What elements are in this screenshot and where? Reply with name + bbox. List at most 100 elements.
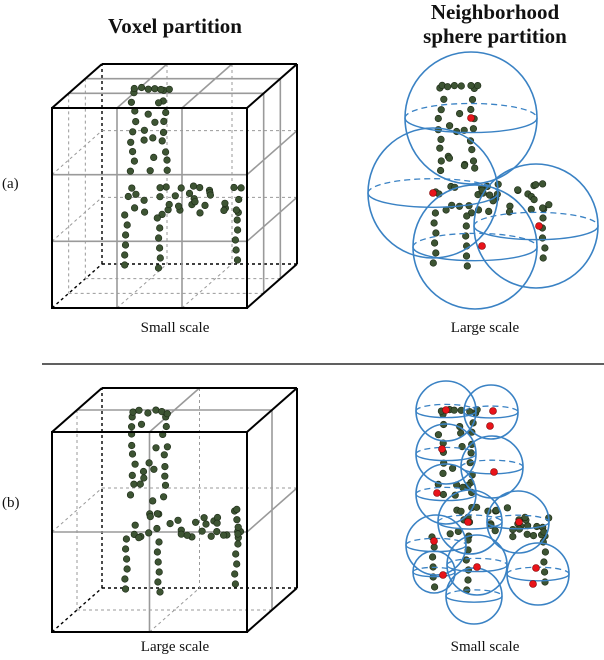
cloud-point [139,467,148,476]
cloud-point [439,490,448,499]
cube-edge [51,63,103,109]
cloud-point [233,560,241,568]
cloud-point [123,221,131,229]
sphere-center-point [473,563,481,571]
cloud-point [540,568,549,576]
cloud-point [474,81,482,90]
cloud-point [445,154,454,162]
sphere-center-point [430,537,438,545]
cloud-point [174,516,182,524]
cloud-point [121,231,130,239]
cloud-point [141,208,149,216]
cloud-point [130,84,138,93]
cloud-point [503,504,512,512]
cloud-point [440,95,448,103]
voxel-partition-title: Voxel partition [108,14,242,38]
sphere-outline [506,542,570,606]
cloud-point [128,441,136,450]
cloud-point [462,222,470,230]
sphere-equator-back [415,403,477,412]
grid-line-hidden [51,196,103,242]
sphere-equator-back [463,405,519,413]
cloud-point [436,144,444,152]
cloud-point [128,450,137,458]
cloud-point [541,244,549,252]
cloud-point [467,81,475,90]
cloud-point [233,505,241,514]
cloud-point [446,530,454,538]
cloud-point [437,157,445,165]
cloud-point [189,182,198,190]
cloud-point [130,157,138,165]
cloud-point [121,545,130,553]
cloud-point [175,202,183,210]
cloud-point [177,530,185,538]
cloud-point [150,153,158,161]
cube-front-face [51,107,248,309]
cloud-point [121,251,129,259]
cloud-point [541,578,549,586]
sphere-equator-back [486,514,550,523]
cloud-point [152,406,160,414]
cloud-point [140,196,148,204]
sphere-equator-back [473,211,599,227]
cloud-point [491,527,499,535]
cloud-point [539,214,547,222]
row-a-label: (a) [2,176,19,192]
cloud-point [185,189,194,197]
cloud-point [129,148,137,156]
cloud-point [162,148,170,156]
cloud-point [157,85,165,94]
cloud-point [541,548,550,556]
cloud-point [505,208,514,216]
sphere-center-point [532,564,540,572]
cloud-point [162,422,170,431]
cloud-point [429,259,437,267]
cloud-point [131,521,139,529]
cloud-point [233,256,242,264]
sphere-equator-front [437,521,503,530]
cloud-point [468,95,477,104]
cloud-point [530,196,538,204]
cloud-point [132,190,140,198]
cube-front-face [51,431,248,633]
cloud-point [183,531,191,539]
grid-line [246,130,298,176]
cloud-point [131,204,139,212]
hidden-edge [51,263,103,309]
cloud-point [128,471,136,480]
cloud-point [159,128,168,136]
cube-edge [246,63,298,109]
cloud-point [128,184,136,192]
cloud-point [165,85,173,93]
sphere-partition-title: Neighborhood sphere partition [380,0,604,48]
sphere-center-point [464,518,472,526]
cloud-point [431,583,439,591]
cloud-point [191,198,199,206]
cloud-point [155,234,163,242]
sphere-center-point [486,422,494,430]
cloud-point [514,186,522,194]
cloud-point [145,529,153,537]
cloud-point [237,184,245,192]
cloud-point [467,105,475,114]
sphere-center-point [535,222,543,230]
cloud-point [127,138,135,146]
sphere-equator-back [446,557,508,566]
cloud-point [124,192,132,201]
sphere-center-point [490,468,498,476]
cloud-point [437,106,445,114]
cloud-point [231,236,239,244]
cloud-point [156,254,164,262]
cloud-point [152,444,160,452]
cloud-point [156,184,164,192]
cube-edge [246,587,298,633]
sphere-equator-back [415,446,477,455]
cloud-point [469,125,478,133]
cloud-point [434,114,442,123]
cloud-point [468,146,476,154]
cloud-point [150,465,158,473]
cloud-point [135,534,143,542]
sphere-equator-back [437,514,503,523]
cloud-point [462,252,471,260]
